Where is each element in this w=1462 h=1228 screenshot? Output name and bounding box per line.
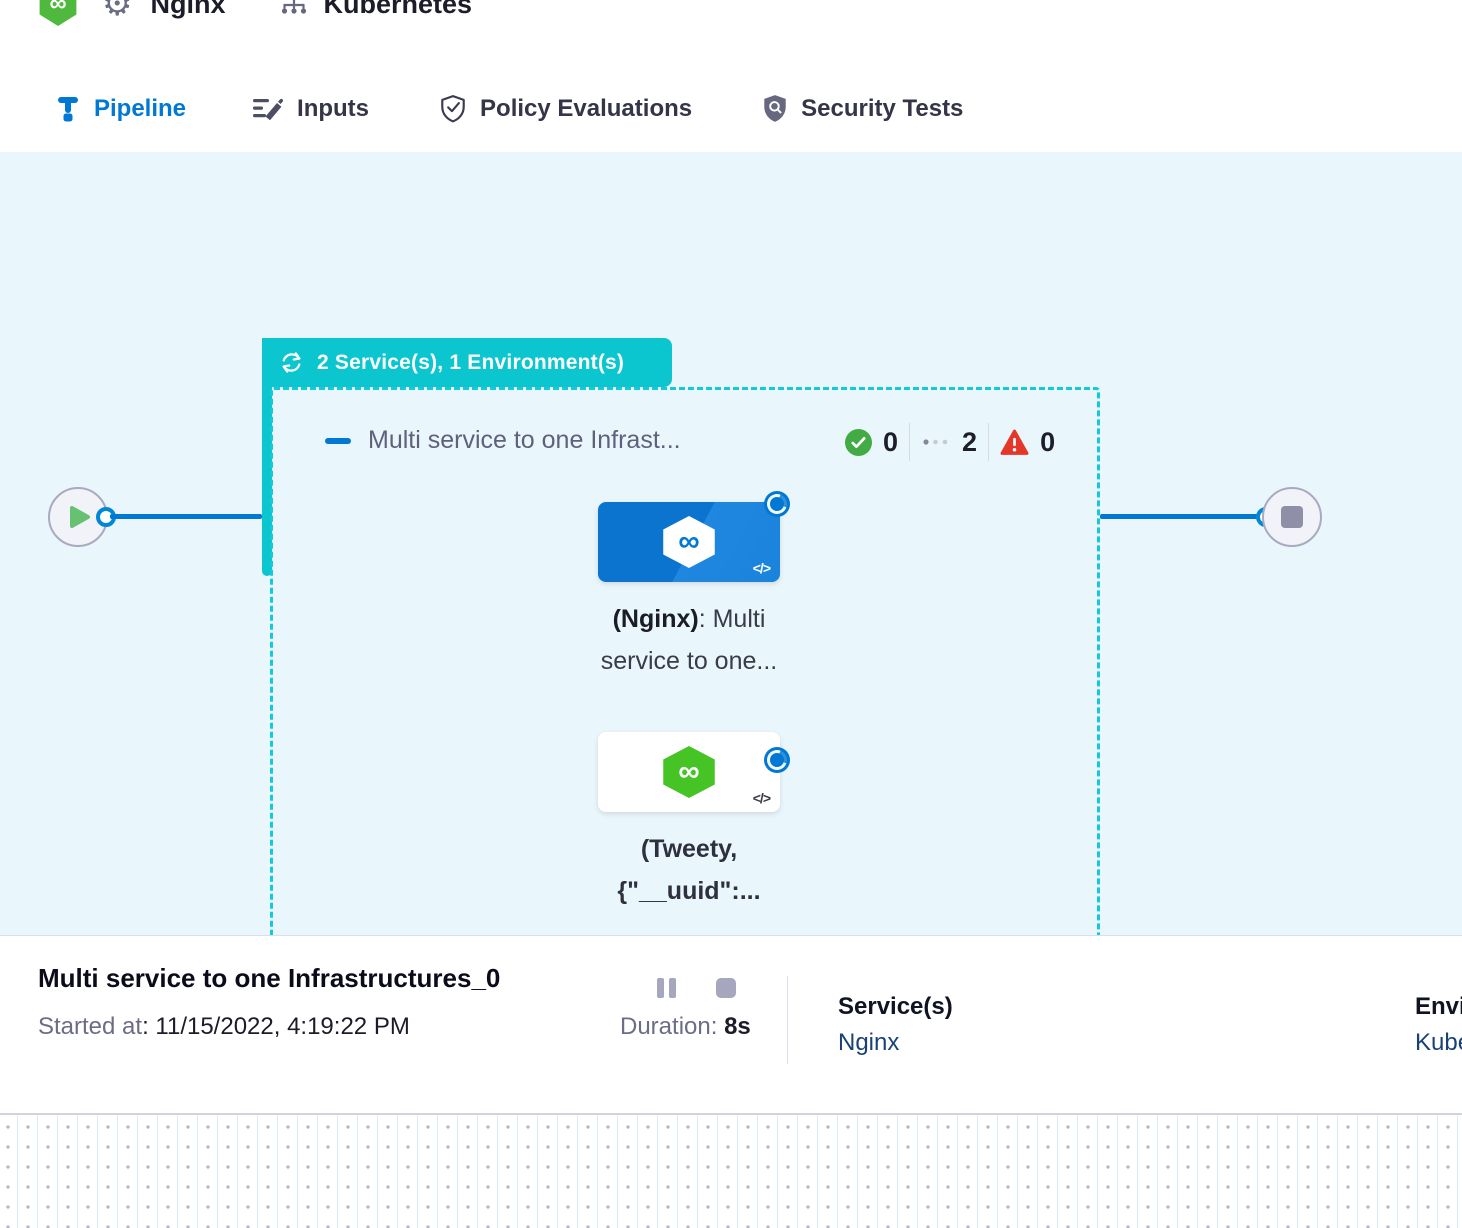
console-grid-area[interactable] [0, 1113, 1462, 1228]
success-icon [845, 428, 872, 456]
code-icon: </> [752, 790, 771, 806]
shield-scan-icon [764, 94, 786, 122]
harness-service-icon: ∞ [663, 746, 715, 798]
abort-button[interactable] [716, 978, 736, 998]
matrix-group-strip [262, 338, 272, 576]
gear-icon: ⚙ [102, 0, 133, 23]
breadcrumb-pipeline-name[interactable]: Nginx [150, 0, 226, 19]
tab-label: Pipeline [94, 94, 187, 122]
footer-divider [787, 976, 788, 1064]
edge-stage-to-end [1100, 514, 1258, 519]
collapse-stage-button[interactable] [325, 438, 351, 444]
pipeline-canvas[interactable]: 2 Service(s), 1 Environment(s) Multi ser… [0, 152, 1462, 935]
failed-count: 0 [1040, 426, 1056, 457]
pause-button[interactable] [657, 978, 677, 998]
service-node-nginx[interactable]: ∞ </> [598, 502, 780, 582]
service-node-nginx-label: (Nginx): Multi service to one... [600, 605, 778, 675]
breadcrumb-environment-name[interactable]: Kubernetes [323, 0, 473, 19]
top-header: ∞ ⚙ Nginx Kubernetes [0, 0, 1462, 67]
environment-icon [281, 0, 306, 14]
failed-icon [1000, 429, 1029, 455]
services-label: Service(s) [838, 993, 953, 1020]
tab-pipeline[interactable]: Pipeline [38, 95, 203, 123]
environments-link[interactable]: Kubernetes [1415, 1029, 1462, 1056]
inputs-icon [253, 98, 284, 120]
tab-policy-evaluations[interactable]: Policy Evaluations [422, 94, 709, 124]
started-at: Started at: 11/15/2022, 4:19:22 PM [38, 1013, 410, 1040]
harness-logo-icon: ∞ [39, 0, 77, 26]
tab-inputs[interactable]: Inputs [235, 95, 386, 123]
tab-bar: Pipeline Inputs Policy Evaluations [0, 66, 1462, 218]
stage-status-counts: 0 2 0 [845, 422, 1055, 462]
shield-check-icon [441, 94, 465, 122]
tab-label: Security Tests [801, 94, 964, 122]
success-count: 0 [883, 426, 899, 457]
stage-title[interactable]: Multi service to one Infrast... [368, 426, 681, 454]
tab-security-tests[interactable]: Security Tests [745, 94, 980, 124]
tab-label: Inputs [297, 94, 370, 122]
loop-icon [282, 352, 301, 373]
service-node-tweety[interactable]: ∞ </> [598, 732, 780, 812]
execution-footer: Multi service to one Infrastructures_0 S… [0, 935, 1462, 1114]
running-spinner-badge [764, 491, 790, 517]
pipeline-icon [58, 96, 78, 121]
services-link[interactable]: Nginx [838, 1029, 900, 1056]
edge-start-to-stage [110, 514, 262, 519]
breadcrumb: ∞ ⚙ Nginx Kubernetes [38, 0, 472, 26]
running-count: 2 [962, 426, 978, 457]
pipeline-end-node[interactable] [1262, 487, 1322, 547]
tab-label: Policy Evaluations [480, 94, 693, 122]
harness-service-icon: ∞ [663, 516, 715, 568]
environments-label: Environment(s) [1415, 993, 1462, 1020]
running-spinner-badge [764, 747, 790, 773]
pipeline-start-node[interactable] [48, 487, 108, 547]
code-icon: </> [752, 560, 771, 576]
services-block: Service(s) Nginx [838, 993, 953, 1057]
stop-icon [1281, 506, 1303, 528]
duration: Duration: 8s [620, 1013, 751, 1040]
execution-title: Multi service to one Infrastructures_0 [38, 963, 501, 993]
environments-block: Environment(s) Kubernetes [1415, 993, 1462, 1057]
service-node-tweety-label: (Tweety, {"__uuid":... [617, 835, 761, 905]
stage-group-boundary [270, 387, 1100, 935]
play-icon [70, 506, 90, 528]
services-environments-badge[interactable]: 2 Service(s), 1 Environment(s) [262, 338, 672, 387]
running-dots-icon [923, 439, 948, 445]
badge-label: 2 Service(s), 1 Environment(s) [317, 350, 625, 374]
